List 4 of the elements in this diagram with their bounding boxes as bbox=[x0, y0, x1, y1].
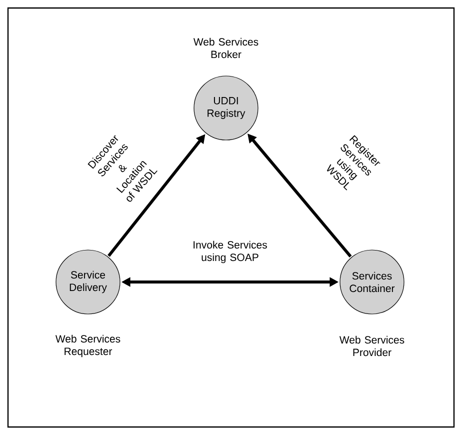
node-caption: Web Services Provider bbox=[339, 336, 404, 356]
edge-label: Invoke Services using SOAP bbox=[194, 240, 267, 264]
node-caption: Web Services Requester bbox=[55, 334, 120, 358]
node-caption: Web Services Broker bbox=[193, 38, 258, 58]
